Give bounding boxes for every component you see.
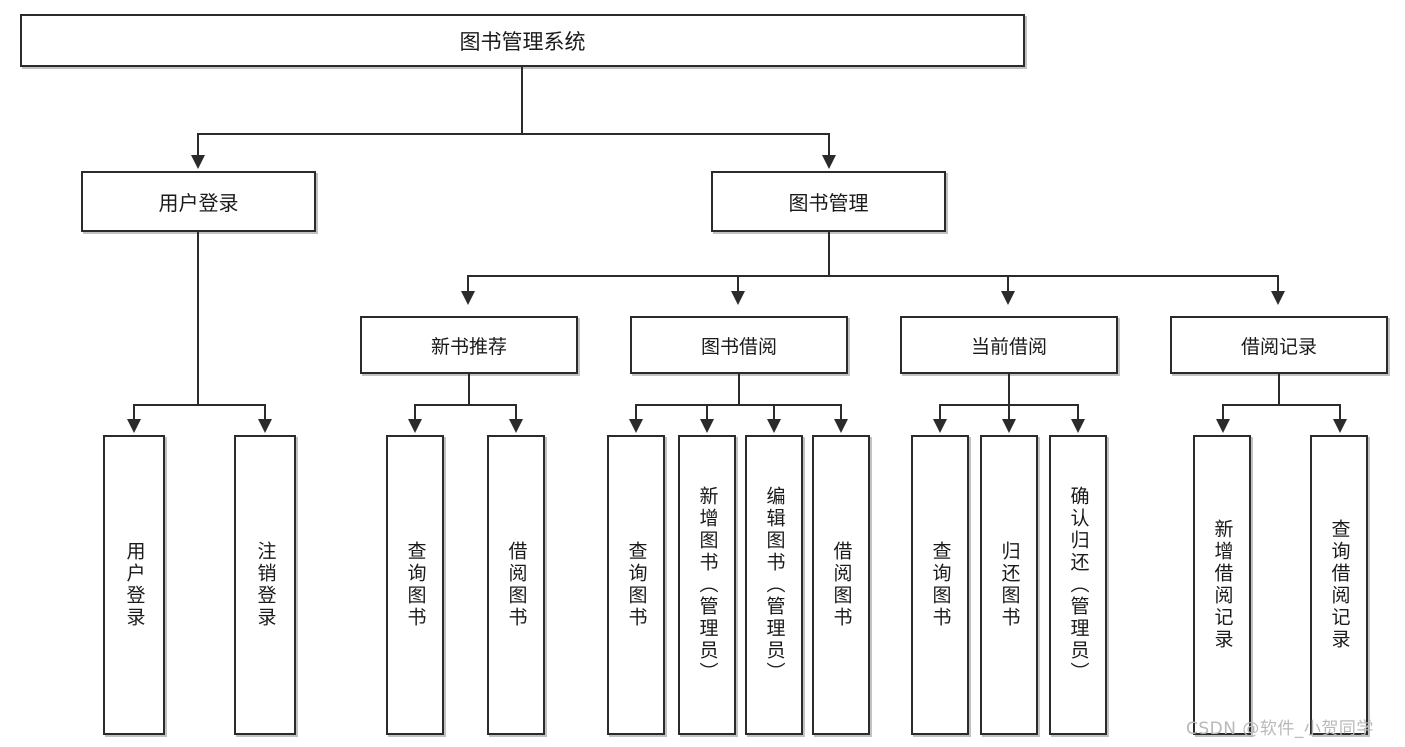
- node-leaf-return-book[interactable]: 归还图书: [980, 435, 1038, 735]
- connector-new-books-to-leaf-2: [515, 404, 517, 421]
- connector-book-borrow-bus: [635, 404, 842, 406]
- node-leaf-query-borrow-record[interactable]: 查询借阅记录: [1310, 435, 1368, 735]
- node-leaf-borrow-book-recommend[interactable]: 借阅图书: [487, 435, 545, 735]
- node-leaf-edit-book-admin[interactable]: 编辑图书（管理员）: [745, 435, 803, 735]
- arrow-book-mgmt-to-book-borrow: [731, 291, 745, 305]
- node-label: 确认归还（管理员）: [1067, 486, 1090, 684]
- node-user-login[interactable]: 用户登录: [81, 171, 316, 232]
- connector-new-books-bus: [414, 404, 517, 406]
- node-label: 查询图书: [929, 541, 952, 629]
- node-label: 借阅图书: [830, 541, 853, 629]
- connector-current-borrow-to-leaf-3: [1077, 404, 1079, 421]
- arrow-book-borrow-to-leaf-3: [767, 419, 781, 433]
- node-label: 注销登录: [254, 541, 277, 629]
- connector-book-borrow-to-leaf-2: [706, 404, 708, 421]
- connector-book-borrow-to-leaf-4: [840, 404, 842, 421]
- node-label: 用户登录: [158, 191, 239, 215]
- connector-book-mgmt-stem: [828, 232, 830, 276]
- connector-book-borrow-stem: [738, 374, 740, 405]
- connector-book-mgmt-to-new-books: [467, 275, 469, 293]
- node-leaf-confirm-return-admin[interactable]: 确认归还（管理员）: [1049, 435, 1107, 735]
- node-leaf-logout[interactable]: 注销登录: [234, 435, 296, 735]
- node-leaf-add-borrow-record[interactable]: 新增借阅记录: [1193, 435, 1251, 735]
- connector-borrow-record-to-leaf-1: [1222, 404, 1224, 421]
- node-label: 新书推荐: [430, 335, 507, 358]
- connector-user-login-to-leaf-1: [133, 404, 135, 421]
- node-label: 查询图书: [625, 541, 648, 629]
- node-label: 图书管理系统: [459, 29, 586, 54]
- node-label: 查询图书: [404, 541, 427, 629]
- connector-book-mgmt-to-current-borrow: [1007, 275, 1009, 293]
- arrow-new-books-to-leaf-2: [509, 419, 523, 433]
- connector-root-bus: [197, 133, 830, 135]
- node-current-borrow[interactable]: 当前借阅: [900, 316, 1118, 374]
- connector-current-borrow-stem: [1008, 374, 1010, 405]
- node-leaf-add-book-admin[interactable]: 新增图书（管理员）: [678, 435, 736, 735]
- arrow-root-to-user-login: [191, 155, 205, 169]
- arrow-current-borrow-to-leaf-3: [1071, 419, 1085, 433]
- connector-user-login-stem: [197, 232, 199, 405]
- connector-new-books-to-leaf-1: [414, 404, 416, 421]
- connector-current-borrow-to-leaf-2: [1008, 404, 1010, 421]
- node-label: 查询借阅记录: [1328, 519, 1351, 651]
- arrow-book-borrow-to-leaf-2: [700, 419, 714, 433]
- arrow-new-books-to-leaf-1: [408, 419, 422, 433]
- connector-user-login-to-leaf-2: [264, 404, 266, 421]
- connector-current-borrow-to-leaf-1: [939, 404, 941, 421]
- arrow-book-mgmt-to-new-books: [461, 291, 475, 305]
- connector-borrow-record-to-leaf-2: [1339, 404, 1341, 421]
- node-leaf-query-book-borrow[interactable]: 查询图书: [607, 435, 665, 735]
- connector-new-books-stem: [468, 374, 470, 405]
- arrow-user-login-to-leaf-1: [127, 419, 141, 433]
- connector-root-to-user-login: [197, 133, 199, 157]
- arrow-root-to-book-mgmt: [822, 155, 836, 169]
- node-leaf-borrow-book[interactable]: 借阅图书: [812, 435, 870, 735]
- arrow-user-login-to-leaf-2: [258, 419, 272, 433]
- connector-book-mgmt-to-borrow-record: [1277, 275, 1279, 293]
- node-book-management[interactable]: 图书管理: [711, 171, 946, 232]
- node-label: 新增借阅记录: [1211, 519, 1234, 651]
- connector-book-borrow-to-leaf-3: [773, 404, 775, 421]
- node-label: 图书管理: [788, 191, 869, 215]
- node-leaf-user-login[interactable]: 用户登录: [103, 435, 165, 735]
- arrow-borrow-record-to-leaf-2: [1333, 419, 1347, 433]
- node-label: 图书借阅: [700, 335, 777, 358]
- arrow-borrow-record-to-leaf-1: [1216, 419, 1230, 433]
- connector-borrow-record-bus: [1222, 404, 1341, 406]
- node-leaf-query-book-recommend[interactable]: 查询图书: [386, 435, 444, 735]
- csdn-watermark: CSDN @软件_小贺同学: [1186, 719, 1374, 739]
- connector-book-mgmt-to-book-borrow: [737, 275, 739, 293]
- node-leaf-query-book-current[interactable]: 查询图书: [911, 435, 969, 735]
- node-borrow-record[interactable]: 借阅记录: [1170, 316, 1388, 374]
- connector-root-stem: [521, 67, 523, 134]
- arrow-book-mgmt-to-current-borrow: [1001, 291, 1015, 305]
- connector-book-mgmt-bus: [467, 275, 1279, 277]
- node-label: 借阅图书: [505, 541, 528, 629]
- connector-borrow-record-stem: [1278, 374, 1280, 405]
- arrow-book-borrow-to-leaf-1: [629, 419, 643, 433]
- arrow-current-borrow-to-leaf-2: [1002, 419, 1016, 433]
- node-new-book-recommend[interactable]: 新书推荐: [360, 316, 578, 374]
- node-label: 新增图书（管理员）: [696, 486, 719, 684]
- node-book-borrow[interactable]: 图书借阅: [630, 316, 848, 374]
- node-root-system[interactable]: 图书管理系统: [20, 14, 1025, 67]
- arrow-book-mgmt-to-borrow-record: [1271, 291, 1285, 305]
- node-label: 归还图书: [998, 541, 1021, 629]
- arrow-current-borrow-to-leaf-1: [933, 419, 947, 433]
- connector-book-borrow-to-leaf-1: [635, 404, 637, 421]
- node-label: 当前借阅: [970, 335, 1047, 358]
- node-label: 用户登录: [123, 541, 146, 629]
- arrow-book-borrow-to-leaf-4: [834, 419, 848, 433]
- node-label: 编辑图书（管理员）: [763, 486, 786, 684]
- connector-root-to-book-mgmt: [828, 133, 830, 157]
- node-label: 借阅记录: [1240, 335, 1317, 358]
- connector-user-login-bus: [133, 404, 266, 406]
